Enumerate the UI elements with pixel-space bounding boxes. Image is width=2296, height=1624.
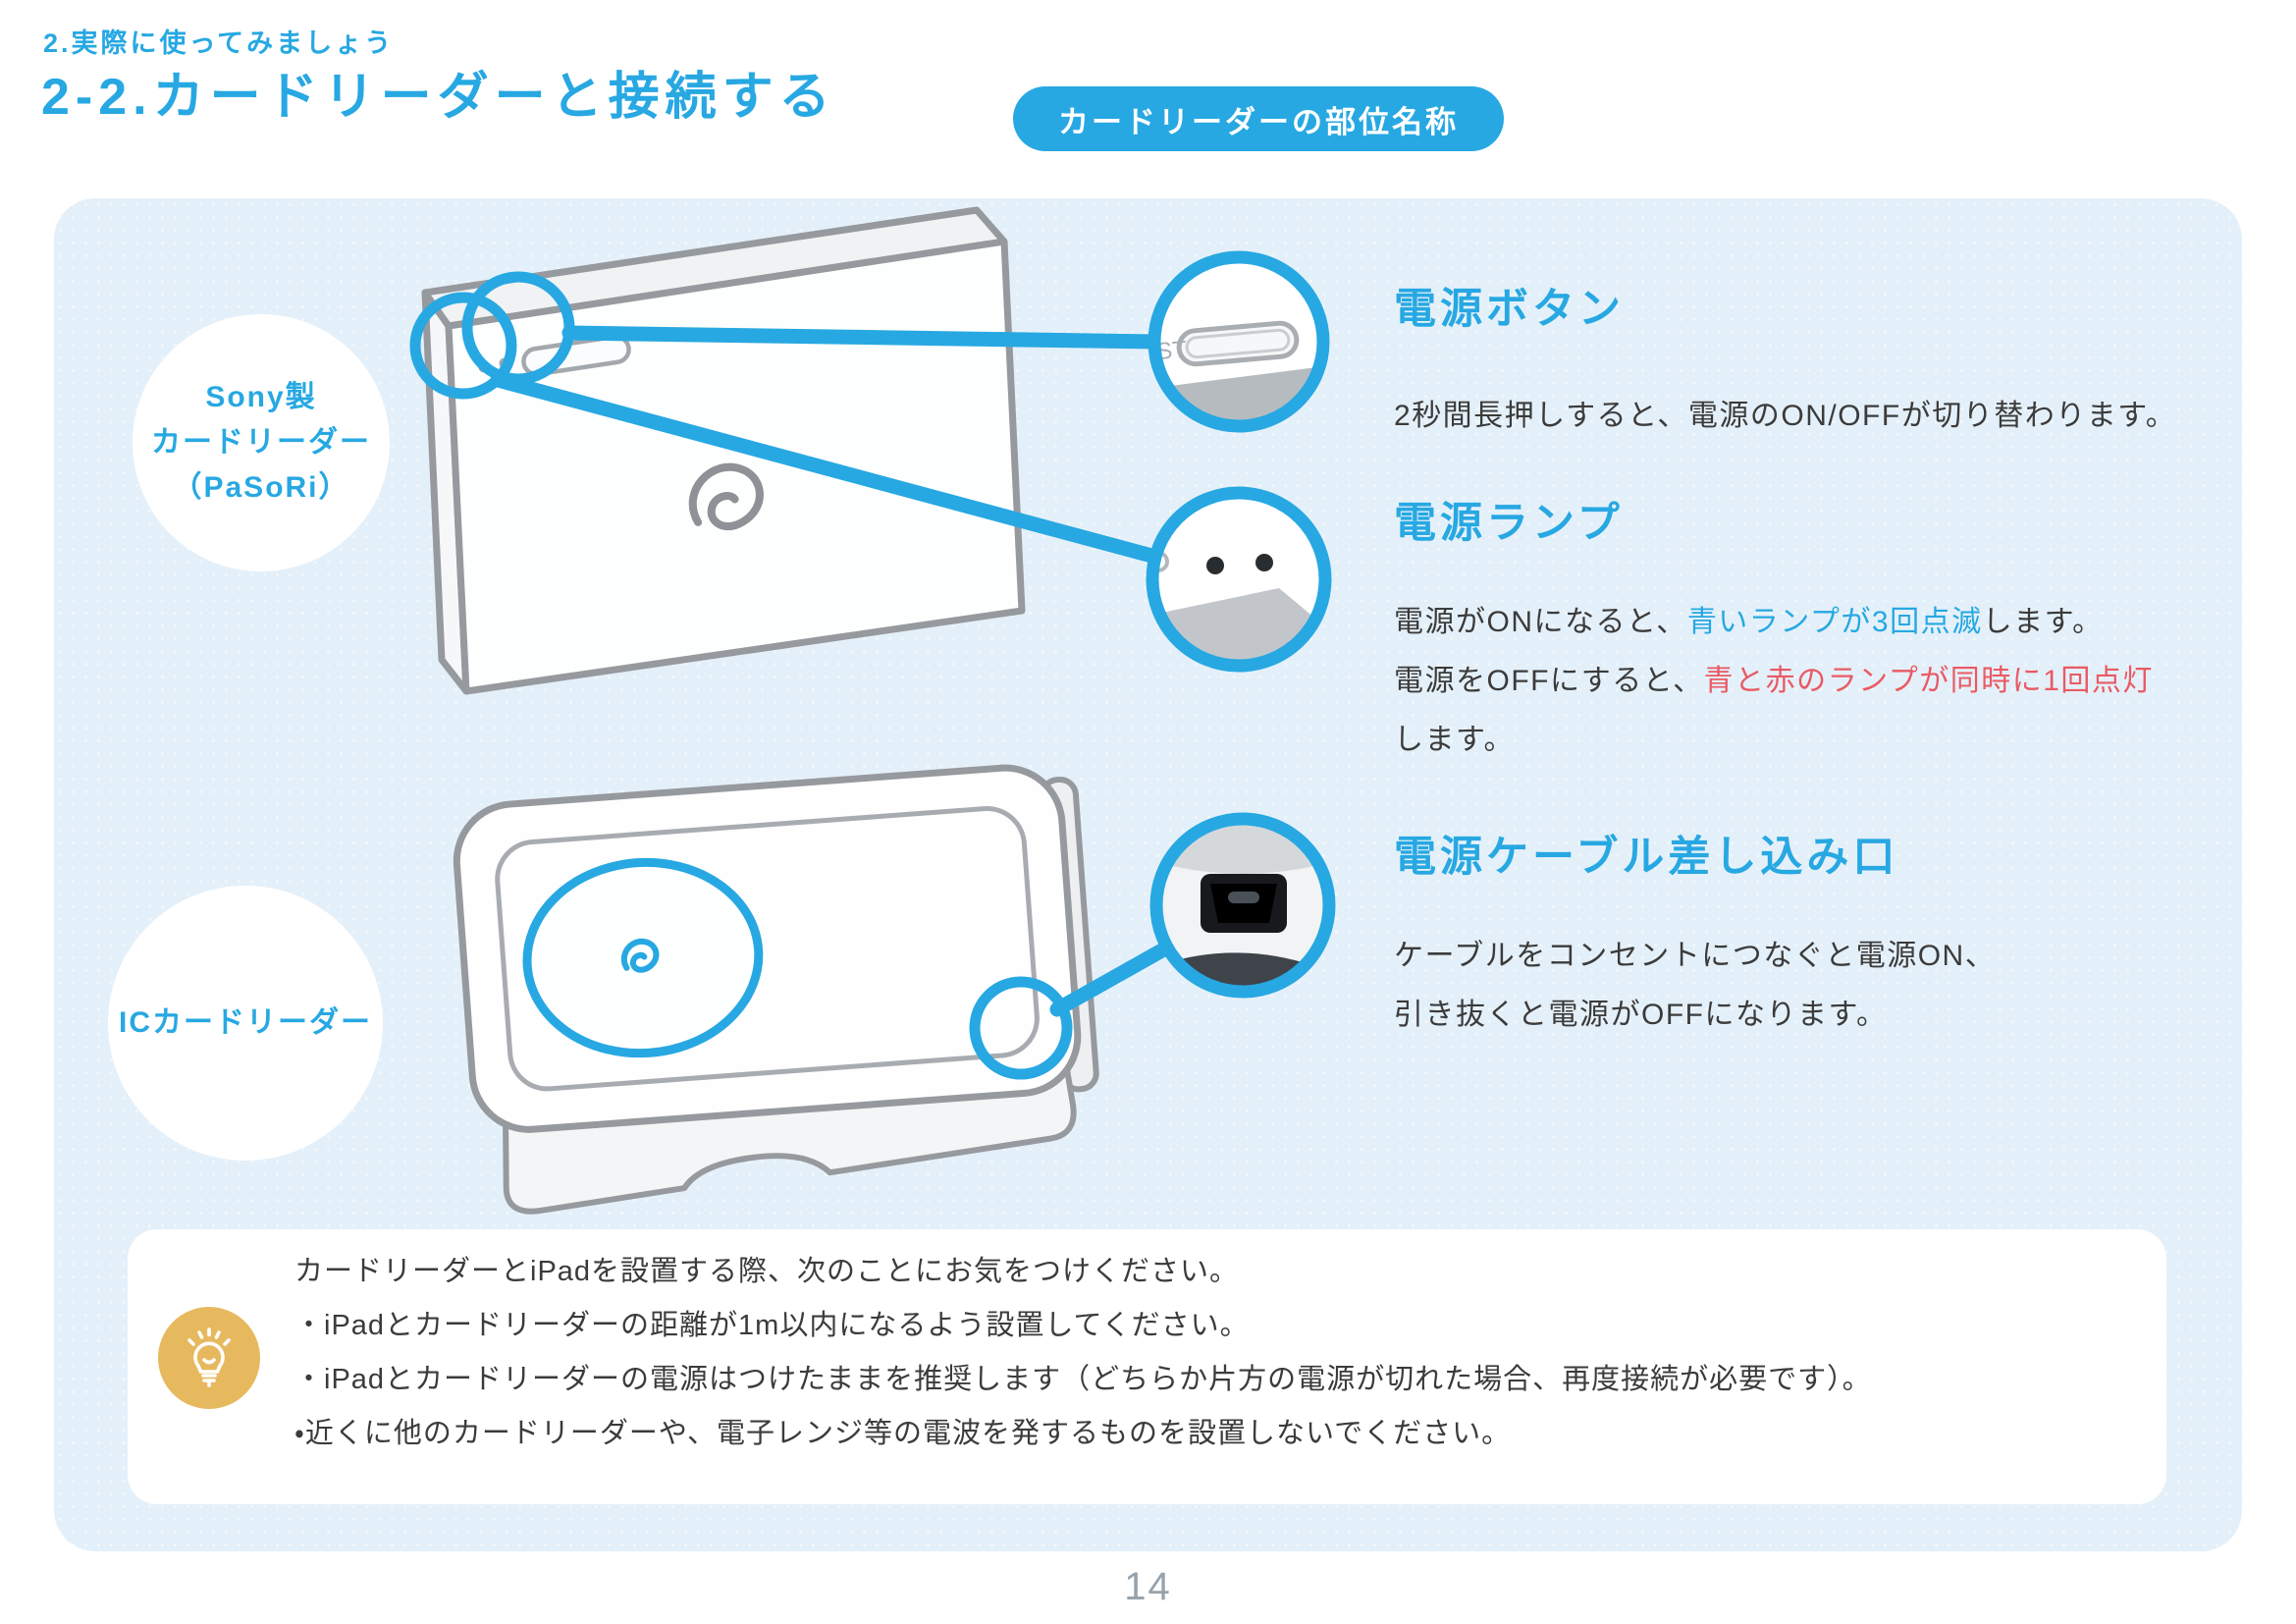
page-number: 14 xyxy=(1124,1565,1172,1608)
label-ic-reader-text: ICカードリーダー xyxy=(119,1006,372,1039)
power-lamp-callout-circle xyxy=(1146,486,1332,673)
power-button-callout-photo: ST xyxy=(1155,263,1317,420)
power-port-callout-circle xyxy=(1149,812,1336,999)
text-segment: 青と赤のランプが同時に1回点灯 xyxy=(1703,665,2154,697)
section-body: ケーブルをコンセントにつなぐと電源ON、引き抜くと電源がOFFになります。 xyxy=(1394,927,1996,1045)
label-sony-reader: Sony製カードリーダー （PaSoRi） xyxy=(133,314,390,571)
text-line: Sony製 xyxy=(205,381,317,413)
power-button-callout-circle xyxy=(1148,250,1330,433)
text-segment: します。 xyxy=(1394,724,1515,756)
section-power-lamp: 電源ランプ 電源がONになると、青いランプが3回点滅します。電源をOFFにすると… xyxy=(1394,489,2154,770)
text-line: カードリーダー xyxy=(151,426,371,459)
ic-reader-device-drawing xyxy=(453,764,1099,1215)
chapter-eyebrow: 2.実際に使ってみましょう xyxy=(43,28,395,58)
section-power-button: 電源ボタン 2秒間長押しすると、電源のON/OFFが切り替わります。 xyxy=(1394,275,2176,446)
text-segment: します。 xyxy=(1982,606,2104,638)
text-line: ・近くに他のカードリーダーや、電子レンジ等の電波を発するものを設置しないでくださ… xyxy=(294,1418,1512,1449)
card-reader-illustration: ST xyxy=(409,206,1336,1215)
note-box xyxy=(128,1229,2166,1504)
text-segment: 引き抜くと電源がOFFになります。 xyxy=(1394,999,1888,1031)
section-power-port: 電源ケーブル差し込み口 ケーブルをコンセントにつなぐと電源ON、引き抜くと電源が… xyxy=(1394,823,1996,1045)
leader-line-power-port xyxy=(1049,940,1175,1017)
text-line: カードリーダーとiPadを設置する際、次のことにお気をつけください。 xyxy=(294,1256,1240,1287)
section-heading: 電源ランプ xyxy=(1394,500,1624,547)
text-line: 電源をOFFにすると、青と赤のランプが同時に1回点灯 xyxy=(1394,652,2154,711)
label-ic-reader: ICカードリーダー xyxy=(108,886,383,1161)
port-zoom-ring xyxy=(969,976,1073,1080)
text-line: ・iPadとカードリーダーの距離が1m以内になるよう設置してください。 xyxy=(294,1310,1250,1341)
felica-logo xyxy=(688,462,764,531)
section-body: 2秒間長押しすると、電源のON/OFFが切り替わります。 xyxy=(1394,387,2176,446)
lightbulb-icon xyxy=(158,1307,260,1409)
text-line: ケーブルをコンセントにつなぐと電源ON、 xyxy=(1394,927,1996,986)
leader-line-power-button xyxy=(561,325,1164,350)
section-body: 電源がONになると、青いランプが3回点滅します。電源をOFFにすると、青と赤のラ… xyxy=(1394,593,2154,770)
leader-line-power-lamp xyxy=(490,372,1163,565)
text-line: ・iPadとカードリーダーの電源はつけたままを推奨します（どちらか片方の電源が切… xyxy=(294,1364,1872,1395)
text-segment: 2秒間長押しすると、電源のON/OFFが切り替わります。 xyxy=(1394,400,2177,432)
text-line: 2秒間長押しすると、電源のON/OFFが切り替わります。 xyxy=(1394,387,2176,446)
text-segment: 電源をOFFにすると、 xyxy=(1394,665,1704,697)
text-segment: ケーブルをコンセントにつなぐと電源ON、 xyxy=(1394,940,1997,972)
lamp-zoom-ring xyxy=(409,292,517,400)
section-heading: 電源ボタン xyxy=(1394,286,1625,333)
felica-logo xyxy=(620,938,660,973)
text-segment: 電源がONになると、 xyxy=(1394,606,1687,638)
section-heading: 電源ケーブル差し込み口 xyxy=(1394,834,1899,881)
text-segment: 青いランプが3回点滅 xyxy=(1686,606,1983,638)
text-line: 電源がONになると、青いランプが3回点滅します。 xyxy=(1394,593,2154,652)
note-text: カードリーダーとiPadを設置する際、次のことにお気をつけください。・iPadと… xyxy=(294,1245,1872,1461)
text-line: します。 xyxy=(1394,711,2154,770)
text-line: （PaSoRi） xyxy=(172,471,350,504)
content-panel: ST Sony製カードリーダ xyxy=(54,198,2242,1551)
section-badge: カードリーダーの部位名称 xyxy=(1013,86,1504,151)
text-line: 引き抜くと電源がOFFになります。 xyxy=(1394,986,1996,1045)
page-title: 2-2.カードリーダーと接続する xyxy=(41,69,836,126)
device-print-text: ST xyxy=(1155,336,1188,365)
